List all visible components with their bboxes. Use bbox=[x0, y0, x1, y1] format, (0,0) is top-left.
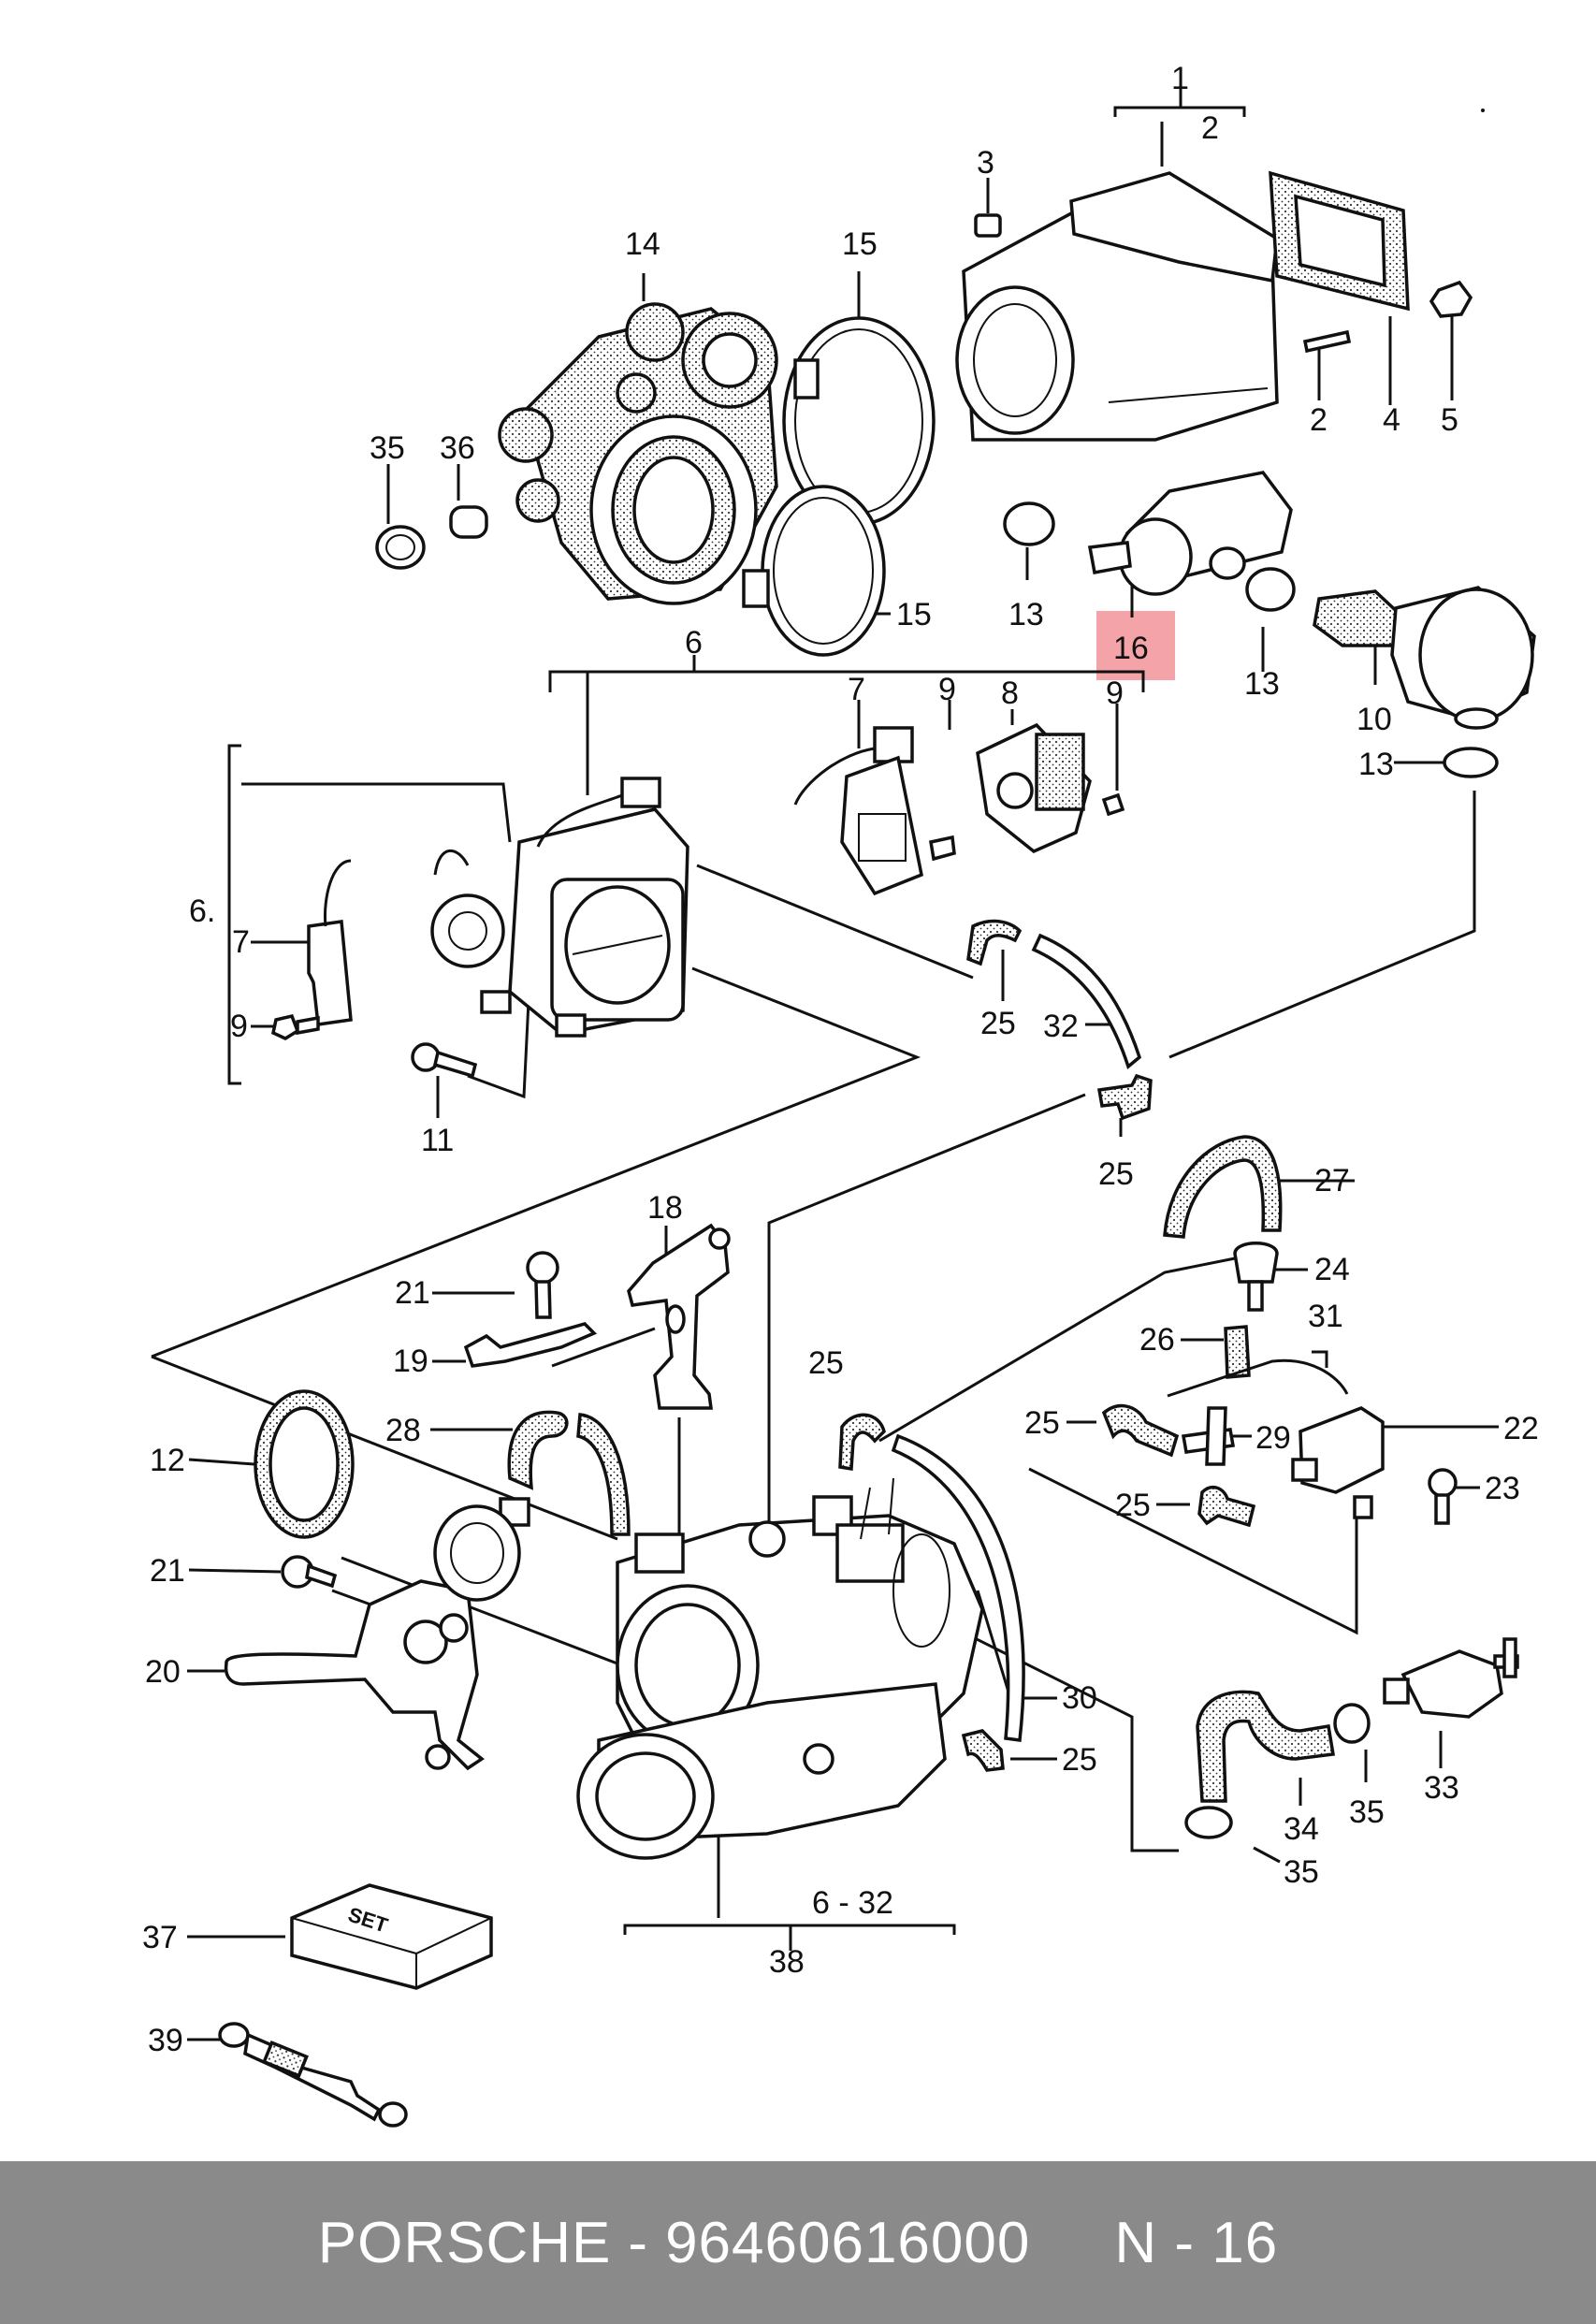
diagram-reference: N - 16 bbox=[1114, 2210, 1279, 2275]
throttle-bracket-left bbox=[270, 859, 353, 1040]
intake-housing bbox=[576, 1413, 984, 1860]
callout-label: 20 bbox=[145, 1654, 181, 1690]
sealing-ring bbox=[254, 1389, 355, 1539]
callout-label: 35 bbox=[1349, 1794, 1385, 1830]
callout-label: 21 bbox=[150, 1553, 185, 1589]
callout-label: 9 bbox=[1106, 675, 1124, 711]
callout-label: 33 bbox=[1424, 1770, 1459, 1806]
highlighted-callout-label: 16 bbox=[1113, 631, 1149, 666]
callout-label: 24 bbox=[1314, 1252, 1350, 1287]
small-clamp-and-cap bbox=[375, 505, 488, 570]
callout-label: 28 bbox=[385, 1413, 421, 1448]
callout-label: 2 bbox=[1201, 110, 1219, 146]
bolt bbox=[411, 1042, 478, 1079]
callout-label: 2 bbox=[1310, 402, 1328, 438]
caption-separator: - bbox=[628, 2210, 649, 2275]
mounting-brackets bbox=[463, 1223, 731, 1410]
callout-label: 32 bbox=[1043, 1009, 1079, 1044]
callout-label: 13 bbox=[1358, 747, 1394, 782]
small-hoses bbox=[966, 919, 1283, 1239]
stray-dot bbox=[1481, 109, 1485, 112]
callout-label: 37 bbox=[142, 1920, 178, 1955]
callout-label: 6 bbox=[685, 625, 703, 661]
air-flow-meter bbox=[955, 171, 1279, 442]
callout-label: 19 bbox=[393, 1344, 428, 1379]
gasket bbox=[1269, 170, 1410, 312]
throttle-support-bracket bbox=[224, 1504, 521, 1771]
callout-label: 21 bbox=[395, 1275, 430, 1311]
callout-label: 15 bbox=[896, 597, 932, 632]
callout-label: 5 bbox=[1441, 402, 1458, 438]
check-valve bbox=[1233, 1242, 1279, 1312]
callout-label: 26 bbox=[1139, 1322, 1175, 1358]
brand-name: PORSCHE bbox=[317, 2210, 612, 2275]
callout-label: 30 bbox=[1062, 1680, 1097, 1716]
callout-label: 12 bbox=[150, 1443, 185, 1478]
callout-label: 7 bbox=[232, 924, 250, 960]
callout-label: 25 bbox=[1024, 1405, 1060, 1441]
callout-label: 11 bbox=[421, 1123, 454, 1158]
callout-label: 27 bbox=[1314, 1163, 1350, 1198]
callout-label: 23 bbox=[1485, 1471, 1520, 1506]
intake-distributor bbox=[498, 302, 778, 605]
repair-set-box bbox=[290, 1883, 493, 1990]
callout-label: 4 bbox=[1383, 402, 1400, 438]
callout-label: 25 bbox=[980, 1006, 1016, 1041]
throttle-body bbox=[430, 777, 689, 1038]
callout-label: 35 bbox=[1284, 1854, 1319, 1890]
callout-label: 25 bbox=[1115, 1488, 1151, 1523]
part-number: 96460616000 bbox=[665, 2210, 1031, 2275]
callout-label: 13 bbox=[1244, 666, 1280, 702]
callout-label: 13 bbox=[1008, 597, 1044, 632]
idle-air-control-valve bbox=[1003, 471, 1296, 612]
callout-label: 14 bbox=[625, 226, 660, 262]
callout-label: 25 bbox=[1098, 1156, 1134, 1192]
callout-label: 39 bbox=[148, 2023, 183, 2058]
callout-label: 29 bbox=[1255, 1420, 1291, 1456]
callout-label: 9 bbox=[230, 1009, 248, 1044]
callout-label: 34 bbox=[1284, 1811, 1319, 1847]
fasteners-top bbox=[974, 213, 1473, 354]
hose-34-group bbox=[1184, 1637, 1519, 1839]
exploded-parts-diagram: 1 2 2 3 4 5 14 15 15 35 36 13 16 13 10 1… bbox=[142, 61, 1539, 2128]
callout-label: 35 bbox=[370, 430, 405, 466]
hose-clamps bbox=[742, 316, 936, 657]
callout-label: 31 bbox=[1308, 1299, 1343, 1334]
fuel-line bbox=[218, 2022, 408, 2128]
callout-label: 25 bbox=[808, 1345, 844, 1381]
hose-30 bbox=[891, 1433, 1025, 1772]
vacuum-group bbox=[1101, 1325, 1458, 1528]
highlight-box bbox=[1096, 611, 1175, 680]
callout-label: 7 bbox=[848, 672, 865, 707]
callout-label: 1 bbox=[1171, 61, 1189, 96]
callout-labels: 1 2 2 3 4 5 14 15 15 35 36 13 16 13 10 1… bbox=[142, 61, 1539, 2058]
callout-label: 18 bbox=[647, 1190, 683, 1226]
leader-lines bbox=[151, 84, 1499, 2041]
callout-label: 9 bbox=[938, 672, 956, 707]
caption-bar: PORSCHE - 96460616000 N - 16 bbox=[0, 2161, 1596, 2324]
callout-label: 6 - 32 bbox=[812, 1885, 893, 1921]
callout-label: 38 bbox=[769, 1944, 805, 1980]
callout-label: 8 bbox=[1001, 675, 1019, 711]
air-filter bbox=[1313, 586, 1536, 778]
throttle-sensor-group bbox=[793, 722, 1125, 896]
callout-label: 36 bbox=[440, 430, 475, 466]
callout-label: 10 bbox=[1357, 702, 1392, 737]
callout-label: 15 bbox=[842, 226, 878, 262]
callout-label: 3 bbox=[977, 145, 994, 181]
callout-label: 6. bbox=[189, 893, 215, 929]
hose-28 bbox=[499, 1410, 631, 1536]
callout-label: 25 bbox=[1062, 1742, 1097, 1778]
callout-label: 22 bbox=[1503, 1411, 1539, 1446]
